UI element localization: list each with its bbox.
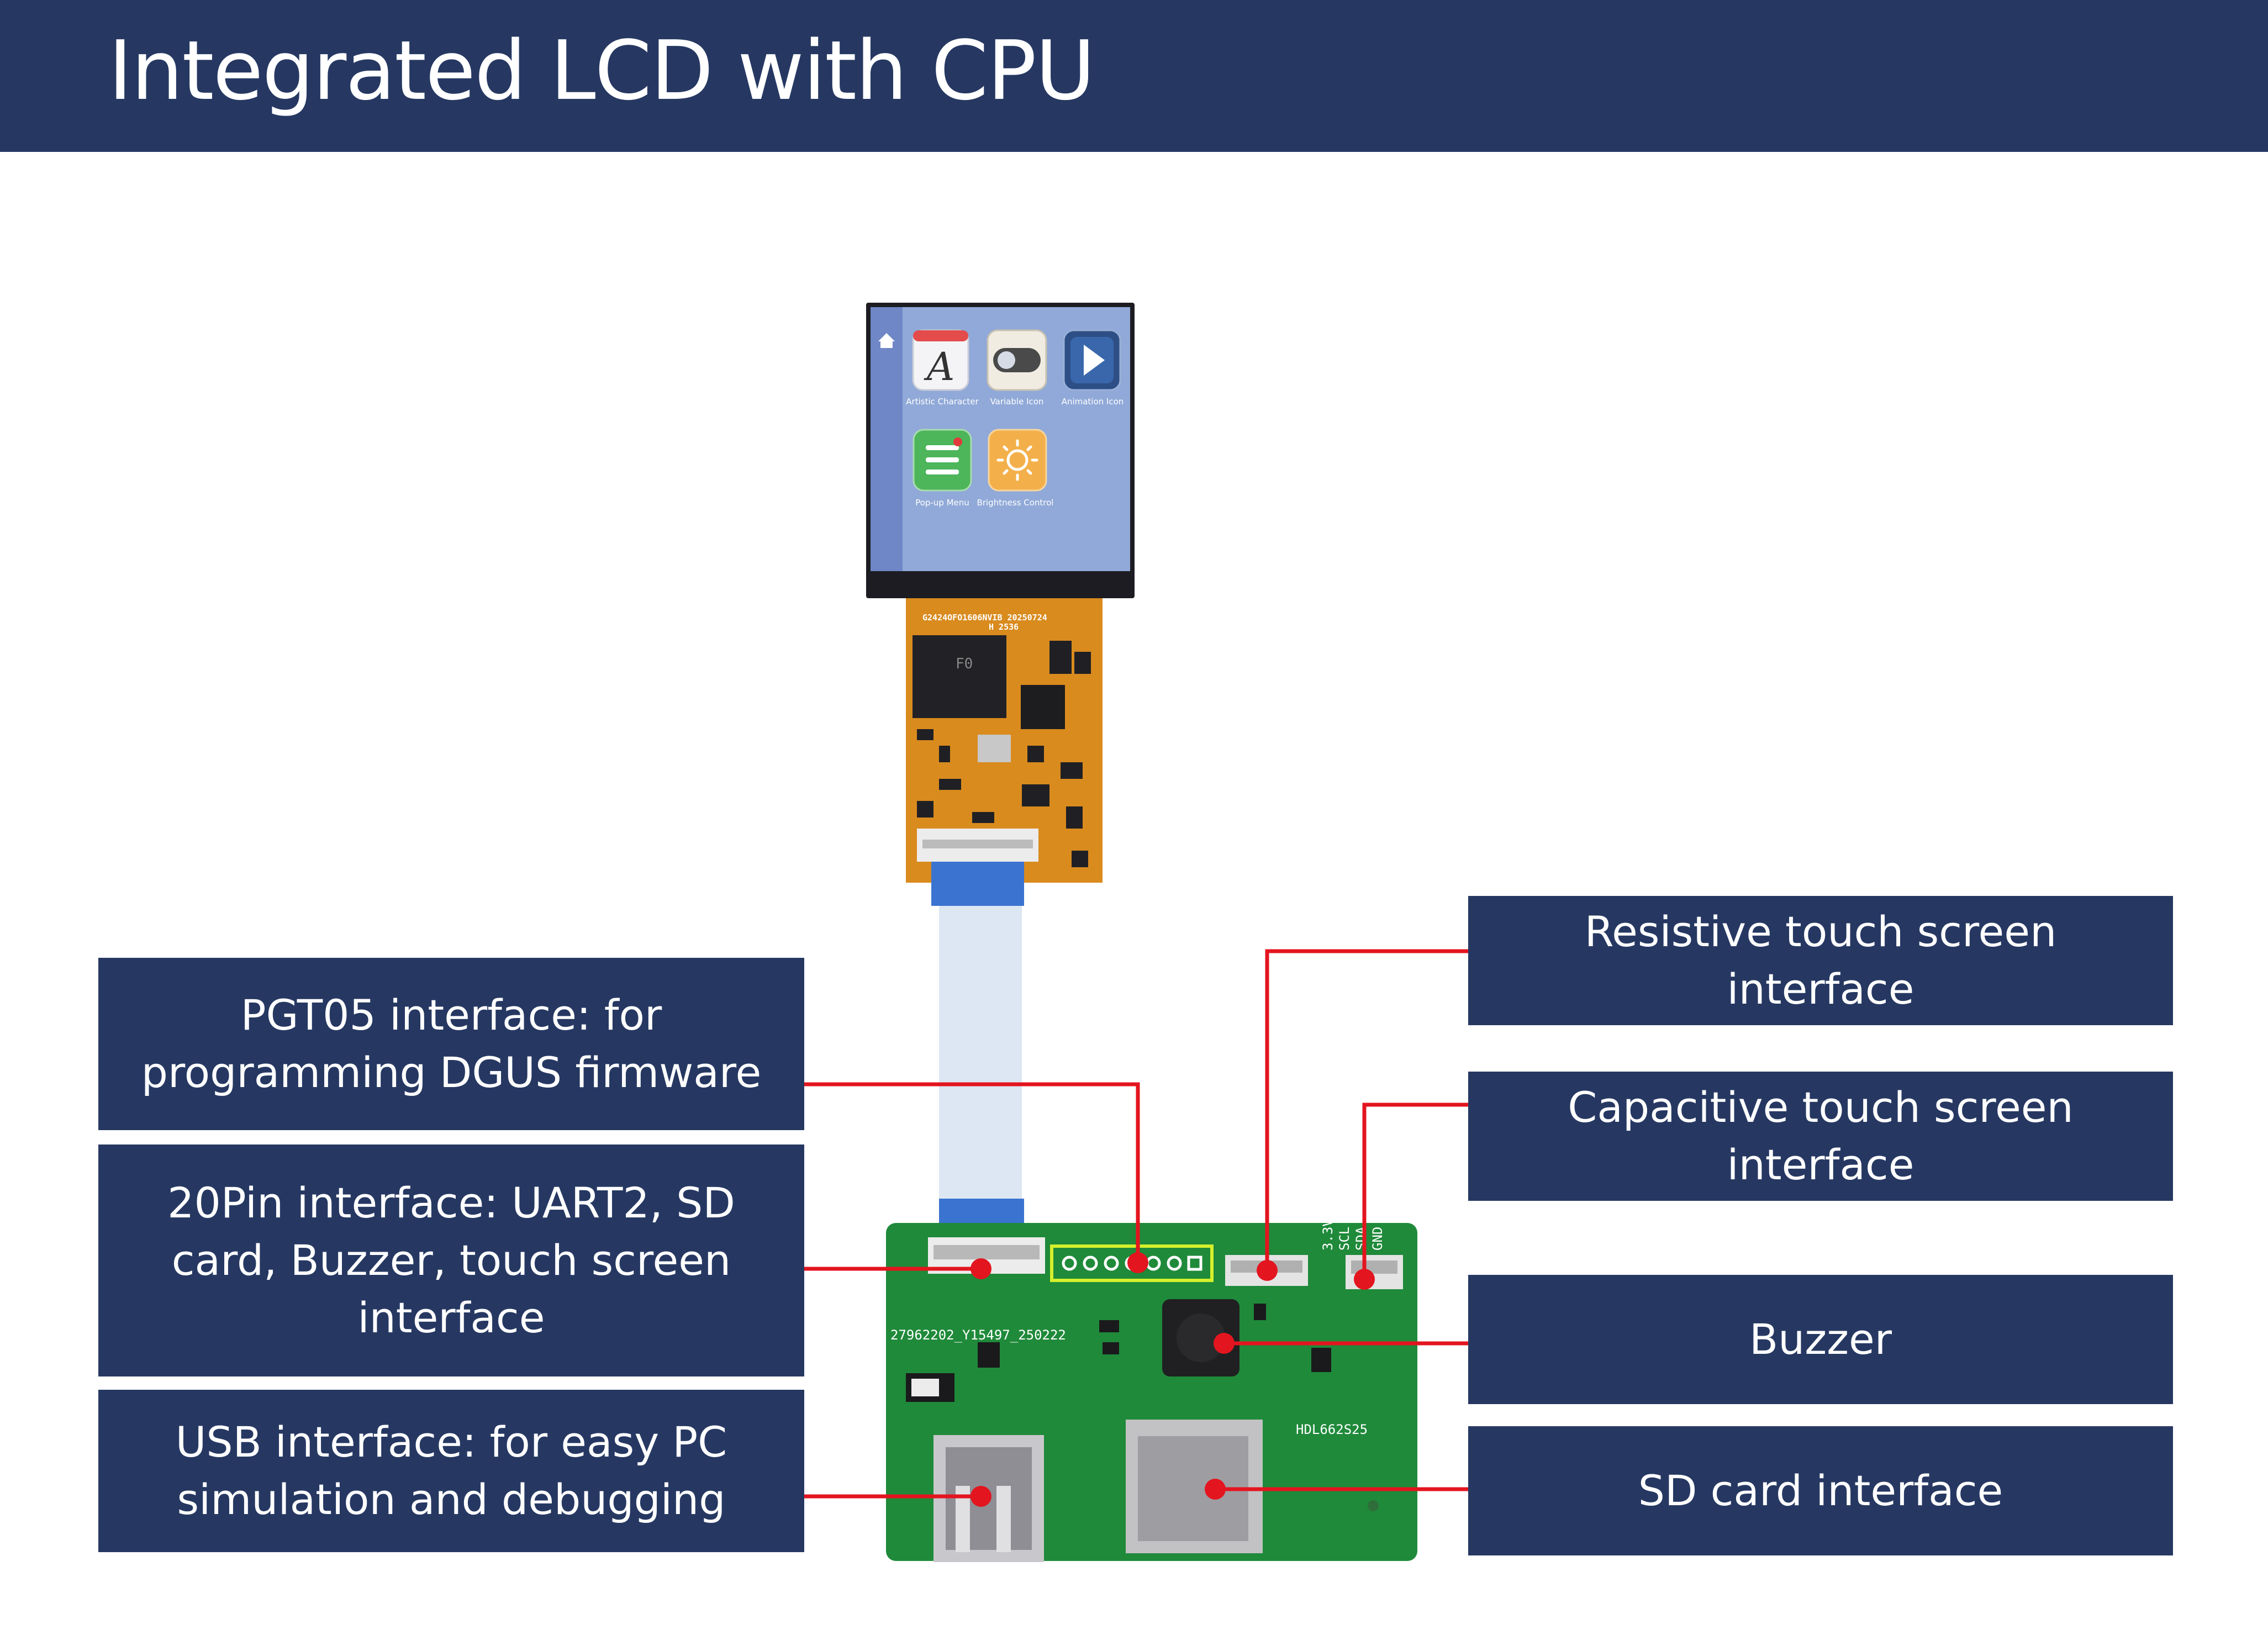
variable-icon — [987, 329, 1047, 391]
flex-cable — [931, 862, 1024, 1238]
callout-resistive-touch: Resistive touch screen interface — [1468, 896, 2173, 1025]
callout-20pin-interface: 20Pin interface: UART2, SD card, Buzzer,… — [98, 1144, 804, 1376]
page-title: Integrated LCD with CPU — [108, 23, 1095, 118]
pcb-marking: HDL662S25 — [1296, 1422, 1368, 1437]
lcd-icon-label: Variable Icon — [990, 397, 1044, 407]
lcd-icon-label: Animation Icon — [1062, 397, 1124, 407]
callout-buzzer: Buzzer — [1468, 1275, 2173, 1404]
brightness-sun-icon — [988, 429, 1047, 492]
pin-label: SDA — [1353, 1226, 1369, 1251]
callout-usb-interface: USB interface: for easy PC simulation an… — [98, 1390, 804, 1552]
fpc-marking: H 2536 — [989, 622, 1019, 632]
leader-dots — [971, 1252, 1375, 1507]
pgt05-header — [1050, 1244, 1214, 1282]
lcd-icon-label: Artistic Character — [906, 397, 979, 407]
pin-label: 3.3V — [1320, 1219, 1336, 1251]
pin-label: SCL — [1337, 1227, 1352, 1251]
header-bar: Integrated LCD with CPU — [0, 0, 2268, 152]
cpu-chip — [913, 635, 1006, 718]
home-icon — [878, 333, 895, 348]
fpc-cpu-board: G2424OFO1606NVIB 20250724 H 2536 F0 — [906, 598, 1103, 883]
lcd-sidebar — [871, 307, 903, 571]
cpu-chip-marking: F0 — [956, 656, 973, 672]
animation-play-icon — [1063, 329, 1121, 391]
leader-lines — [804, 949, 1468, 1499]
pcb-marking: 27962202_Y15497_250222 — [890, 1327, 1066, 1343]
leader-line-pgt05 — [804, 1082, 1140, 1263]
callout-sd-card: SD card interface — [1468, 1426, 2173, 1555]
crystal — [978, 735, 1011, 762]
callout-capacitive-touch: Capacitive touch screen interface — [1468, 1072, 2173, 1201]
leader-line-resistive — [1265, 949, 1468, 1270]
ic-chip — [1021, 685, 1065, 729]
pin-label: GND — [1370, 1227, 1385, 1251]
artistic-character-icon: A — [912, 329, 969, 391]
lcd-icon-label: Pop-up Menu — [915, 498, 969, 508]
lcd-icon-label: Brightness Control — [977, 498, 1054, 508]
popup-menu-icon — [913, 429, 972, 492]
callout-pgt05-interface: PGT05 interface: for programming DGUS fi… — [98, 958, 804, 1130]
fpc-marking: G2424OFO1606NVIB 20250724 — [922, 613, 1047, 623]
svg-text:A: A — [924, 344, 955, 389]
leader-line-capacitive — [1362, 1103, 1468, 1279]
lcd-module: A Artistic Character Variable Icon Anima… — [866, 303, 1135, 598]
adapter-board: 3.3V SCL SDA GND 27962202_Y15497_250222 … — [886, 1219, 1417, 1562]
